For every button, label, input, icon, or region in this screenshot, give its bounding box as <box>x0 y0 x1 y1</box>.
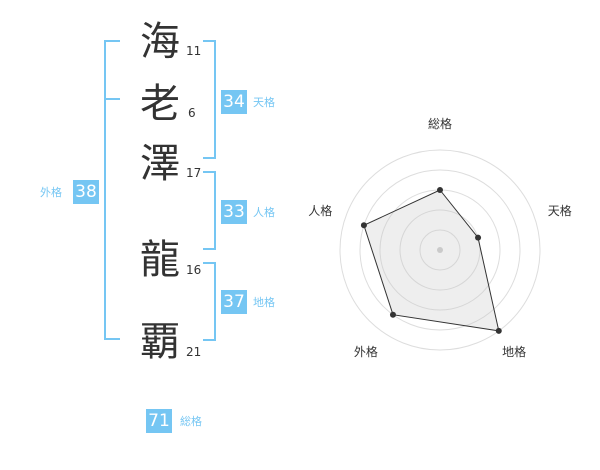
radar-point-4 <box>389 311 396 318</box>
name-char-5: 覇 <box>140 319 180 365</box>
tenkaku-label: 天格 <box>253 96 275 109</box>
radar-ring-4 <box>359 169 521 331</box>
gaikaku-value: 38 <box>73 180 99 204</box>
gaikaku-bracket <box>104 40 120 340</box>
radar-center <box>437 247 443 253</box>
radar-axis-label-3: 地格 <box>502 344 526 359</box>
jinkaku-bracket <box>203 171 216 250</box>
stroke-count-4: 16 <box>186 263 202 277</box>
radar-point-5 <box>360 222 367 229</box>
radar-ring-5 <box>339 149 541 351</box>
radar-plot <box>360 187 502 334</box>
stroke-count-5: 21 <box>186 345 202 359</box>
soukaku-value: 71 <box>146 409 172 433</box>
radar-axis-label-1: 総格 <box>428 116 452 131</box>
radar-axis-label-4: 外格 <box>354 344 378 359</box>
chikaku-value: 37 <box>221 290 247 314</box>
radar-point-2 <box>475 234 482 241</box>
name-char-2: 老 <box>140 81 180 127</box>
tenkaku-bracket <box>203 40 216 159</box>
chikaku-bracket <box>203 262 216 341</box>
radar-ring-2 <box>399 209 481 291</box>
stroke-count-1: 11 <box>186 44 202 58</box>
radar-point-3 <box>495 327 502 334</box>
soukaku-label: 総格 <box>180 415 202 428</box>
stroke-count-3: 17 <box>186 166 202 180</box>
stroke-count-2: 6 <box>188 106 196 120</box>
chikaku-label: 地格 <box>253 296 275 309</box>
gaikaku-bracket-tick <box>104 98 120 100</box>
radar-ring-1 <box>419 229 461 271</box>
jinkaku-label: 人格 <box>253 206 275 219</box>
radar-grid <box>339 149 541 351</box>
radar-point-1 <box>437 187 443 193</box>
name-char-3: 澤 <box>140 141 180 187</box>
jinkaku-value: 33 <box>221 200 247 224</box>
tenkaku-value: 34 <box>221 90 247 114</box>
radar-axis-label-5: 人格 <box>308 203 332 218</box>
radar-axis-label-2: 天格 <box>548 203 572 218</box>
gaikaku-label: 外格 <box>40 186 62 199</box>
name-char-1: 海 <box>140 19 180 65</box>
radar-series-area <box>363 189 500 332</box>
name-char-4: 龍 <box>140 237 180 283</box>
